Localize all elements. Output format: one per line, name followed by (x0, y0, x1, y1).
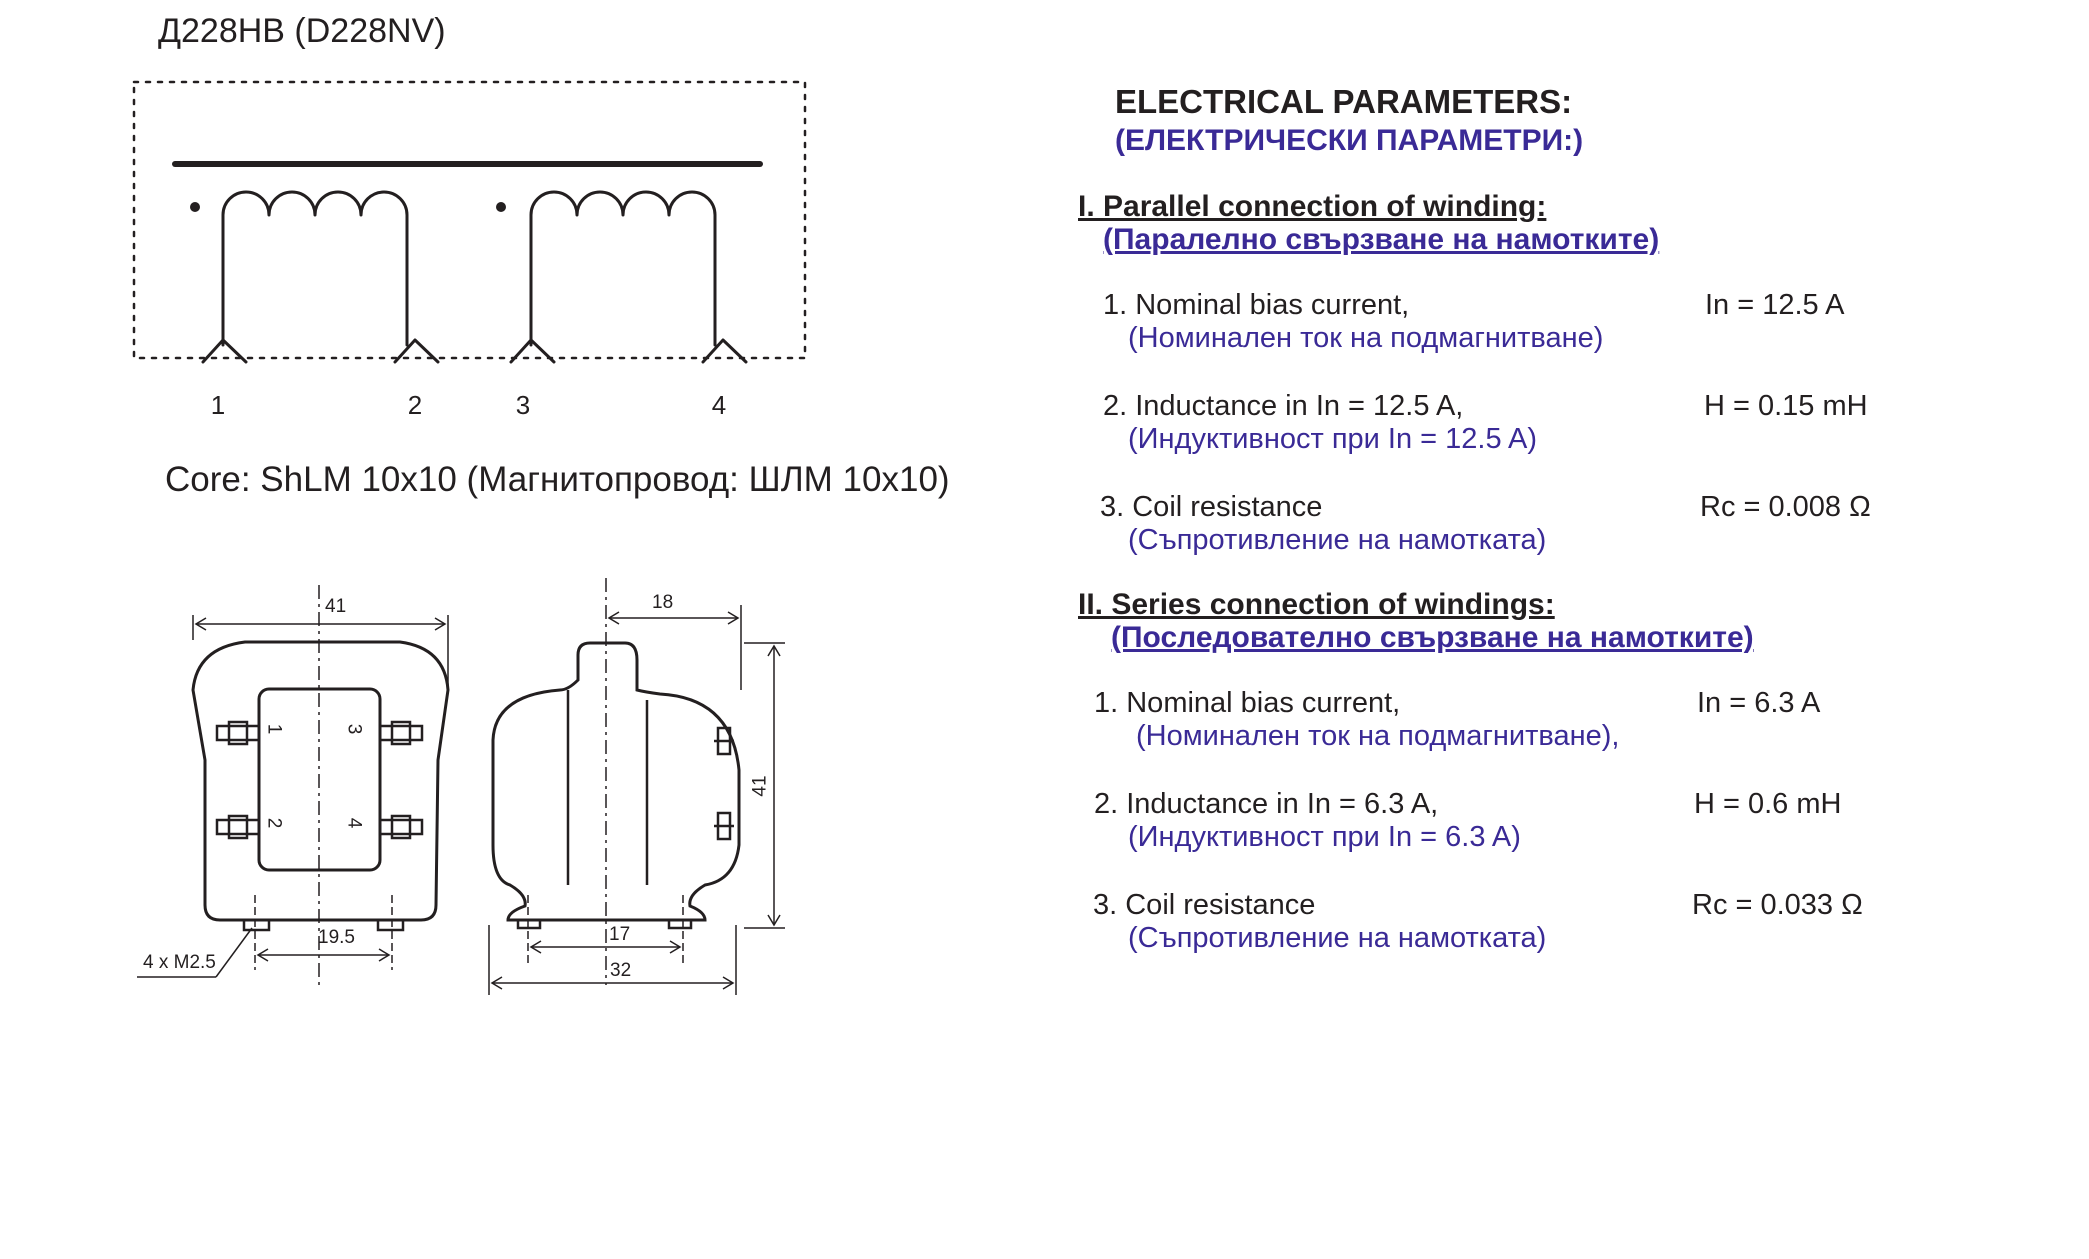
dim-front-width: 41 (325, 596, 347, 617)
dim-side-top: 18 (652, 592, 674, 613)
pin-label-3: 3 (515, 390, 531, 420)
s1-item-3-label-bg: (Съпротивление на намотката) (1128, 524, 1547, 556)
dim-side-pin-spacing: 17 (609, 924, 631, 945)
polarity-dots (190, 202, 506, 212)
s2-item-3-value: Rc = 0.033 Ω (1692, 889, 1863, 921)
side-view (488, 578, 785, 995)
s2-item-2-value: H = 0.6 mH (1694, 788, 1842, 820)
winding-1 (221, 190, 409, 347)
section-2-title-bg: (Последователно свързване на намотките) (1111, 621, 1754, 654)
pin-label-2: 2 (407, 390, 423, 420)
s1-item-1-value: In = 12.5 A (1705, 289, 1845, 321)
s1-item-3-value: Rc = 0.008 Ω (1700, 491, 1871, 523)
terminal-forks (201, 338, 748, 364)
s2-item-1-value: In = 6.3 A (1697, 687, 1821, 719)
section-2-title: II. Series connection of windings: (1078, 588, 1555, 621)
schematic-frame (132, 80, 807, 360)
s1-item-2-label: 2. Inductance in In = 12.5 A, (1103, 390, 1464, 422)
core-label: Core: ShLM 10x10 (Магнитопровод: ШЛМ 10x… (165, 460, 950, 499)
front-pin-1: 1 (263, 723, 285, 735)
params-heading: ELECTRICAL PARAMETERS: (1115, 83, 1573, 120)
s2-item-3-label-bg: (Съпротивление на намотката) (1128, 922, 1547, 954)
s2-item-2-label-bg: (Индуктивност при In = 6.3 A) (1128, 821, 1521, 853)
s2-item-1-label: 1. Nominal bias current, (1094, 687, 1401, 719)
front-pin-2: 2 (263, 817, 285, 829)
s1-item-3-label: 3. Coil resistance (1100, 491, 1323, 523)
page-title: Д228НВ (D228NV) (158, 12, 446, 50)
s1-item-2-value: H = 0.15 mH (1704, 390, 1868, 422)
dim-mounting: 4 x M2.5 (143, 952, 216, 973)
front-view (137, 585, 450, 985)
s2-item-3-label: 3. Coil resistance (1093, 889, 1316, 921)
s1-item-1-label: 1. Nominal bias current, (1103, 289, 1410, 321)
pin-label-1: 1 (210, 390, 226, 420)
pin-label-4: 4 (711, 390, 727, 420)
dim-side-width: 32 (610, 960, 632, 981)
dim-front-pin-spacing: 19.5 (318, 927, 355, 948)
s2-item-2-label: 2. Inductance in In = 6.3 A, (1094, 788, 1439, 820)
winding-2 (529, 190, 717, 347)
params-heading-bg: (ЕЛЕКТРИЧЕСКИ ПАРАМЕТРИ:) (1115, 124, 1584, 157)
section-1-title-bg: (Паралелно свързване на намотките) (1103, 223, 1660, 256)
section-1-title: I. Parallel connection of winding: (1078, 190, 1547, 223)
front-pin-4: 4 (343, 817, 365, 829)
s1-item-1-label-bg: (Номинален ток на подмагнитване) (1128, 322, 1604, 354)
s1-item-2-label-bg: (Индуктивност при In = 12.5 A) (1128, 423, 1538, 455)
dim-side-height: 41 (749, 775, 771, 797)
s2-item-1-label-bg: (Номинален ток на подмагнитване), (1136, 720, 1620, 752)
front-pin-3: 3 (343, 723, 365, 735)
